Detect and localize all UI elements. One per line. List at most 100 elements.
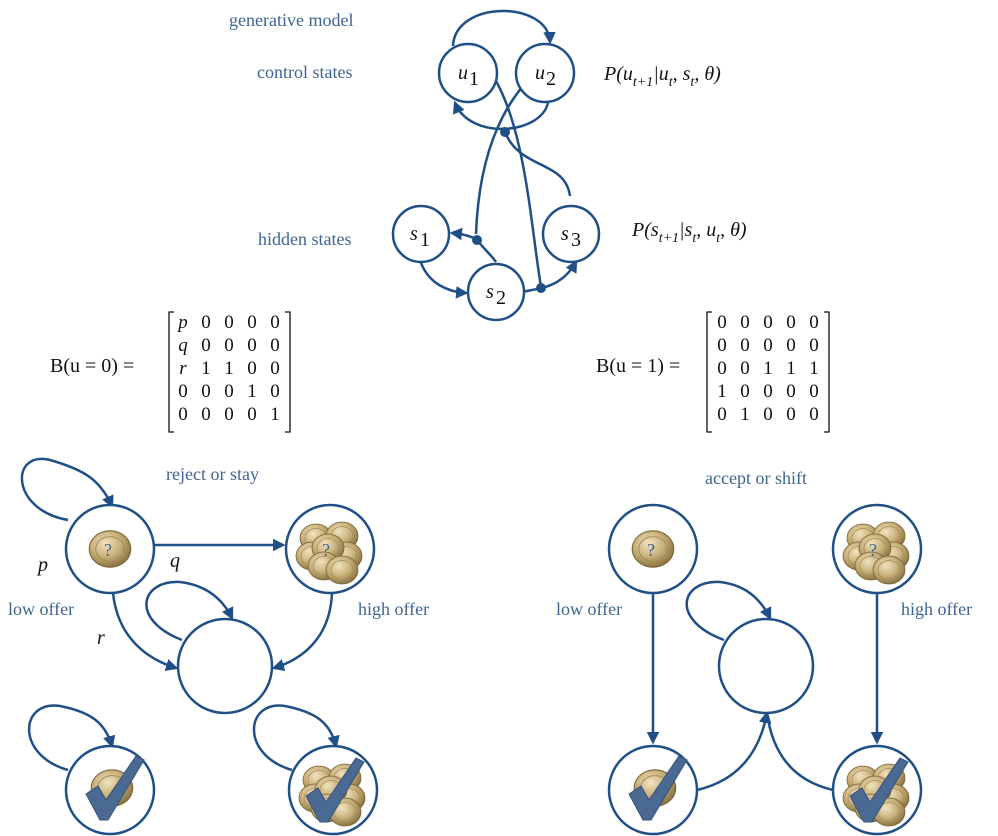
matrix-cell: 0: [786, 404, 796, 425]
node-low-offer-left: ?: [64, 503, 156, 595]
reject-or-stay-label: reject or stay: [166, 464, 259, 484]
node-accepted-high-left: [287, 744, 379, 836]
matrix-cell: 0: [809, 404, 819, 425]
matrix-cell: 0: [201, 404, 211, 425]
prob-p-label: p: [36, 554, 48, 576]
junction-dot-top: [500, 127, 510, 137]
accept-or-shift-label: accept or shift: [705, 468, 807, 488]
matrix-cell: 0: [763, 404, 773, 425]
matrix-cell: 0: [763, 335, 773, 356]
matrix-cell: 0: [247, 358, 257, 379]
matrix-cell: 0: [763, 312, 773, 333]
matrix-cell: 1: [717, 381, 727, 402]
matrix-cell: 0: [201, 312, 211, 333]
matrix-cell: 0: [270, 381, 280, 402]
hidden-transition-equation: P(st+1|st, ut, θ): [631, 219, 747, 246]
node-s2-sub: 2: [496, 287, 506, 309]
node-high-offer-right: ?: [831, 503, 923, 595]
question-mark-high-right: ?: [869, 540, 877, 560]
node-u1: u 1: [437, 42, 499, 104]
svg-text:P(ut+1|ut, st, θ): P(ut+1|ut, st, θ): [603, 63, 721, 90]
node-u1-sub: 1: [469, 68, 479, 90]
matrix-cell: q: [178, 335, 188, 356]
matrix-cell: 0: [786, 335, 796, 356]
question-mark-high-left: ?: [322, 540, 330, 560]
matrix-cell: 0: [763, 381, 773, 402]
node-high-offer-left: ?: [284, 503, 376, 595]
matrix-cell: 1: [270, 404, 280, 425]
node-u2-sub: 2: [546, 68, 556, 90]
node-low-offer-right: ?: [607, 503, 699, 595]
node-center-left: [176, 617, 274, 715]
question-mark-low-right: ?: [647, 540, 655, 560]
edge-s1-to-s2: [418, 259, 469, 299]
matrix-b-u1-label: B(u = 1) =: [596, 355, 680, 377]
node-s2-base: s: [486, 281, 494, 303]
control-transition-equation: P(ut+1|ut, st, θ): [603, 63, 721, 90]
matrix-cell: p: [176, 312, 188, 333]
matrix-cell: 0: [247, 404, 257, 425]
matrix-cell: 0: [201, 335, 211, 356]
node-accepted-low-right: [607, 744, 699, 836]
high-offer-label-right: high offer: [901, 599, 972, 619]
node-s1: s 1: [391, 204, 451, 264]
matrix-cell: 0: [809, 312, 819, 333]
prob-q-label: q: [170, 550, 180, 572]
matrix-cell: 0: [809, 381, 819, 402]
edge-accept-high-to-center: [765, 712, 834, 792]
edge-to-s3-low: [540, 259, 578, 290]
matrix-cell: 0: [224, 381, 234, 402]
node-s2: s 2: [466, 262, 526, 322]
node-s1-base: s: [410, 223, 418, 245]
matrix-cell: 0: [740, 358, 750, 379]
matrix-cell: 1: [201, 358, 211, 379]
edge-high-to-center-left: [271, 592, 334, 672]
matrix-cell: 1: [740, 404, 750, 425]
matrix-cell: 1: [809, 358, 819, 379]
matrix-cell: 0: [809, 335, 819, 356]
matrix-cell: 0: [717, 404, 727, 425]
matrix-cell: 0: [740, 312, 750, 333]
node-s3: s 3: [541, 204, 601, 264]
matrix-cell: 0: [717, 358, 727, 379]
edge-low-to-center-left: [111, 592, 179, 672]
matrix-cell: 0: [740, 381, 750, 402]
question-mark-low-left: ?: [104, 540, 112, 560]
node-s3-base: s: [561, 223, 569, 245]
self-loop-accept-low-left: [27, 704, 116, 772]
matrix-cell: 1: [224, 358, 234, 379]
node-s3-sub: 3: [571, 229, 581, 251]
generative-model-label: generative model: [229, 10, 353, 30]
matrix-cell: 0: [224, 312, 234, 333]
matrix-cell: 0: [270, 312, 280, 333]
matrix-b-u0-label: B(u = 0) =: [50, 355, 134, 377]
node-u2: u 2: [514, 42, 576, 104]
matrix-cell: 0: [717, 335, 727, 356]
matrix-cell: 0: [247, 335, 257, 356]
matrix-cell: 0: [786, 381, 796, 402]
edge-to-s3: [503, 131, 572, 197]
edge-u2-to-u1: [452, 100, 550, 131]
self-loop-center-right: [685, 580, 772, 642]
matrix-cell: 0: [224, 335, 234, 356]
node-s1-sub: 1: [420, 229, 430, 251]
matrix-cell: 0: [717, 312, 727, 333]
node-accepted-high-right: [831, 744, 923, 836]
low-offer-label-left: low offer: [8, 599, 74, 619]
matrix-cell: 0: [224, 404, 234, 425]
high-offer-label-left: high offer: [358, 599, 429, 619]
matrix-cell: 0: [201, 381, 211, 402]
node-center-right: [717, 617, 815, 715]
matrix-cell: 1: [247, 381, 257, 402]
matrix-b-u0-right-bracket: [285, 311, 291, 433]
node-u1-base: u: [458, 62, 468, 84]
matrix-cell: 0: [178, 381, 188, 402]
matrix-cell: 0: [270, 335, 280, 356]
matrix-b-u1-left-bracket: [706, 311, 712, 433]
matrix-cell: 0: [786, 312, 796, 333]
edge-u1-down: [486, 67, 543, 288]
